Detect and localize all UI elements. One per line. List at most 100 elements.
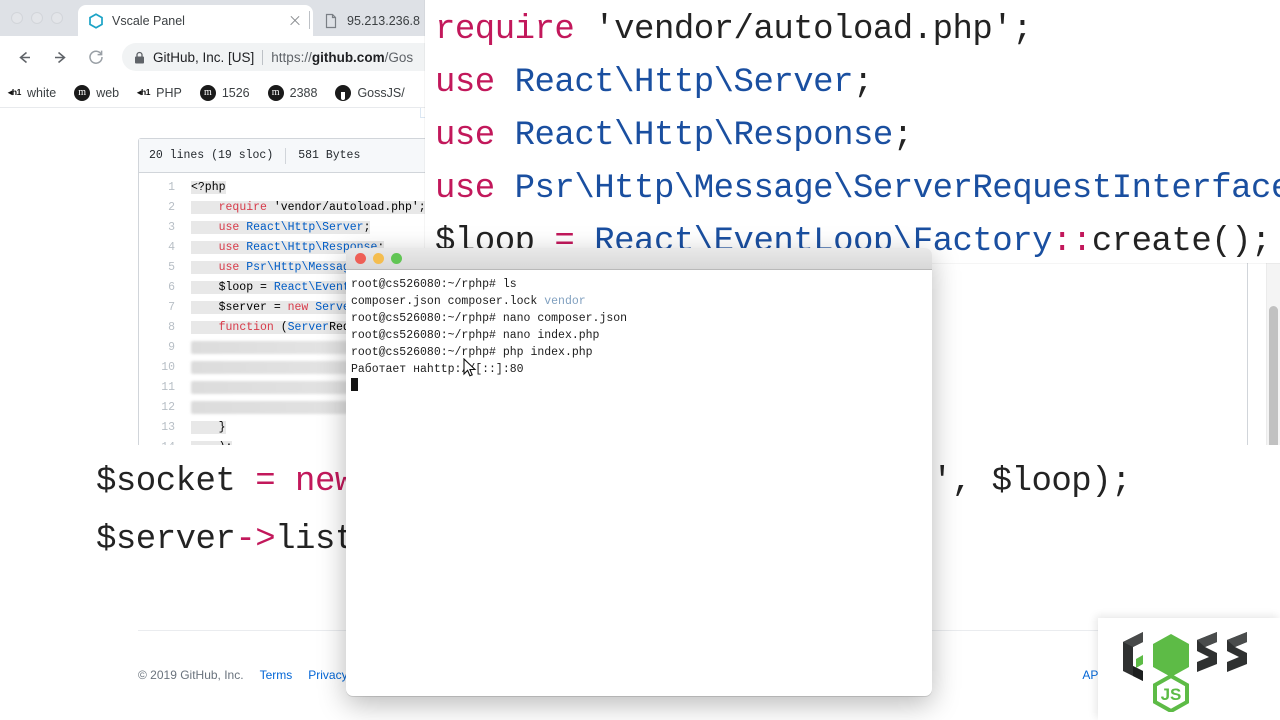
zoom-code-rest: ; [892, 117, 913, 155]
forward-button[interactable] [44, 41, 76, 73]
window-close-button[interactable] [11, 12, 23, 24]
browser-tab-title: 95.213.236.8 [347, 13, 420, 28]
code-line-number: 9 [168, 340, 175, 354]
goss-letter-s-2 [1227, 632, 1247, 672]
site-identity-label: GitHub, Inc. [US] [153, 49, 255, 65]
close-icon[interactable] [287, 13, 303, 29]
code-line-text: <?php [191, 180, 226, 194]
footer-link-privacy[interactable]: Privacy [308, 668, 348, 682]
bookmark-label: 2388 [289, 85, 318, 100]
footer-copyright: © 2019 GitHub, Inc. [138, 668, 244, 682]
terminal-maximize-button[interactable] [391, 253, 402, 264]
code-line-text: use React\Http\Server; [185, 220, 371, 234]
goss-letter-g [1123, 632, 1143, 681]
bookmark-1526[interactable]: m 1526 [199, 84, 250, 101]
terminal-line: root@cs526080:~/rphp# ls [351, 276, 932, 293]
medium-circle-icon: m [199, 84, 216, 101]
goss-js-logo-icon: JS [1123, 632, 1247, 712]
terminal-line: root@cs526080:~/rphp# nano index.php [351, 327, 932, 344]
bookmark-gossjs[interactable]: GossJS/ [335, 84, 405, 101]
zoom-scope-operator: :: [1052, 223, 1092, 261]
browser-tab-vscale-panel[interactable]: Vscale Panel [78, 5, 313, 36]
url-host: github.com [311, 49, 385, 65]
bookmark-label: white [27, 85, 57, 100]
omnibox-divider [262, 49, 264, 65]
zoom-namespace: React\Http\Server [494, 64, 854, 102]
zoom-arrow-operator: -> [235, 521, 276, 559]
terminal-line: Работает наhttp://[::]:80 [351, 361, 932, 378]
url-text: https://github.com/Gos [271, 50, 413, 65]
bookmark-2388[interactable]: m 2388 [267, 84, 318, 101]
zoom-code-line-2: use React\Http\Server; [425, 57, 1280, 110]
code-line-number: 4 [168, 240, 175, 254]
bookmark-white[interactable]: ◂h1 white [8, 86, 56, 100]
code-line-number: 13 [161, 420, 175, 434]
code-line: 4 use React\Http\Response; [139, 237, 1247, 257]
terminal-window[interactable]: root@cs526080:~/rphp# ls composer.json c… [346, 248, 932, 696]
zoom-operator: = [255, 463, 296, 501]
bookmark-label: 1526 [221, 85, 250, 100]
github-mark-icon [335, 84, 352, 101]
zoom-variable: $server [96, 521, 236, 559]
zoom-keyword: use [435, 170, 495, 208]
arrow-right-icon [54, 51, 66, 63]
terminal-command: nano index.php [495, 329, 600, 342]
goss-letter-o-hexagon [1153, 634, 1189, 677]
bookmark-label: web [96, 85, 120, 100]
vscale-hexagon-icon [89, 12, 103, 29]
bookmark-label: PHP [156, 85, 182, 100]
terminal-close-button[interactable] [355, 253, 366, 264]
terminal-command: ls [495, 278, 517, 291]
zoom-keyword: new [295, 463, 375, 501]
terminal-output[interactable]: root@cs526080:~/rphp# ls composer.json c… [346, 270, 932, 395]
url-path: /Gos [384, 49, 414, 65]
code-line: 2 require 'vendor/autoload.php'; [139, 197, 1247, 217]
footer-link-api[interactable]: API [1082, 668, 1102, 682]
code-line-number: 1 [168, 180, 175, 194]
page-document-icon [325, 13, 337, 28]
blob-meta-divider [285, 147, 287, 164]
code-line-number: 3 [168, 220, 175, 234]
terminal-command: nano composer.json [495, 312, 628, 325]
terminal-prompt: root@cs526080:~/rphp# [351, 346, 496, 359]
reload-button[interactable] [80, 41, 112, 73]
code-line-number: 2 [168, 200, 175, 214]
window-maximize-button[interactable] [51, 12, 63, 24]
h1-tag-icon: ◂h1 [137, 87, 151, 97]
terminal-titlebar[interactable] [346, 248, 932, 270]
back-button[interactable] [8, 41, 40, 73]
code-line-text: } [191, 420, 226, 434]
h1-tag-icon: ◂h1 [8, 87, 21, 97]
code-line-number: 7 [168, 300, 175, 314]
arrow-left-icon [18, 51, 30, 63]
zoom-keyword: require [435, 11, 575, 49]
browser-tab-title: Vscale Panel [112, 13, 185, 28]
zoom-keyword: use [435, 64, 495, 102]
window-minimize-button[interactable] [31, 12, 43, 24]
terminal-file-list: composer.json composer.lock [351, 295, 545, 308]
code-line-number: 12 [161, 400, 175, 414]
bookmark-web[interactable]: m web [74, 84, 120, 101]
reload-icon [89, 50, 103, 64]
terminal-prompt: root@cs526080:~/rphp# [351, 278, 496, 291]
blob-file-size: 581 Bytes [298, 149, 361, 162]
window-controls[interactable] [11, 12, 63, 24]
zoom-code-rest: 'vendor/autoload.php'; [574, 11, 1033, 49]
zoom-code-line-1: require 'vendor/autoload.php'; [425, 0, 1280, 57]
tab-divider [309, 11, 310, 29]
footer-left-links: © 2019 GitHub, Inc. Terms Privacy [138, 668, 348, 682]
goss-letter-s-1 [1197, 632, 1217, 672]
terminal-line: composer.json composer.lock vendor [351, 293, 932, 310]
code-line-text: $server = new Server( [185, 300, 364, 314]
code-line-number: 6 [168, 280, 175, 294]
terminal-directory-name: vendor [544, 295, 586, 308]
terminal-prompt: root@cs526080:~/rphp# [351, 312, 496, 325]
code-line-number: 8 [168, 320, 175, 334]
footer-link-terms[interactable]: Terms [259, 668, 293, 682]
terminal-line: root@cs526080:~/rphp# nano composer.json [351, 310, 932, 327]
bookmark-php[interactable]: ◂h1 PHP [137, 86, 182, 100]
zoom-variable: $socket [96, 463, 256, 501]
url-scheme: https:// [271, 49, 312, 65]
terminal-minimize-button[interactable] [373, 253, 384, 264]
terminal-line [351, 378, 932, 395]
